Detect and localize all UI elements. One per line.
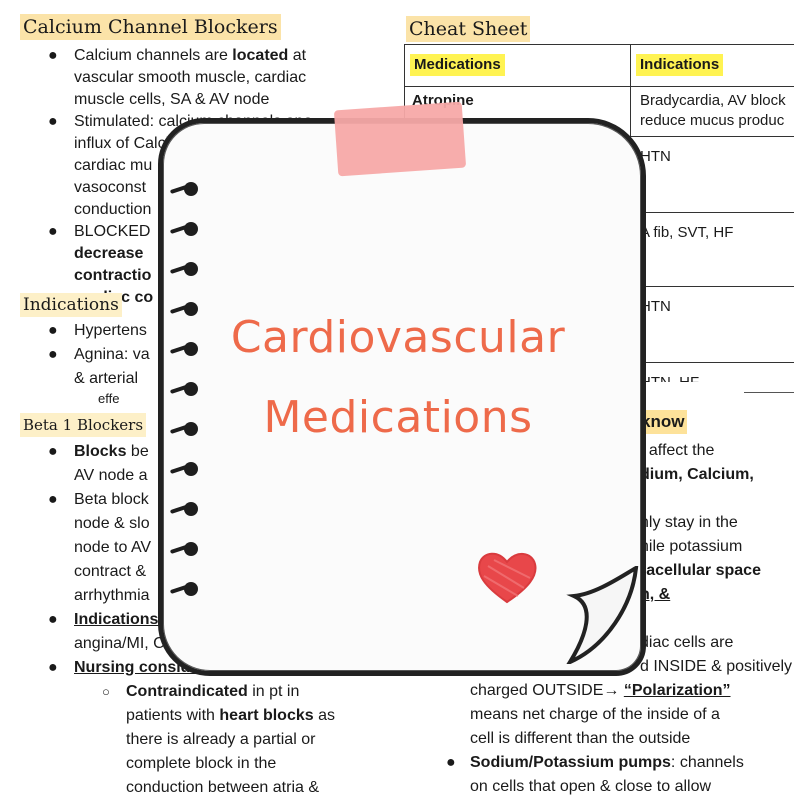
beta-bullet-1: Blocks be [74, 443, 149, 460]
know-line: means net charge of the inside of a [470, 706, 720, 723]
beta-bullet-2: Beta block [74, 491, 149, 508]
bullet-dot: ● [48, 659, 58, 676]
indications-title: Indications [20, 293, 122, 317]
ccb-bullet-2-line4: vasoconst [74, 179, 147, 196]
table-cell-indication: HTN [640, 148, 671, 165]
table-cell-indication: HTN, HF [640, 372, 699, 382]
notebook-title-line2: Medications [263, 392, 533, 443]
know-line: n, & [640, 586, 671, 603]
beta-bullet-1-line2: AV node a [74, 467, 148, 484]
know-line: Sodium/Potassium pumps: channels [470, 754, 744, 771]
know-line: charged OUTSIDE→ “Polarization” [470, 682, 731, 699]
spiral-ring-icon [169, 222, 198, 236]
table-header-indications: Indications [636, 54, 724, 76]
know-line: dium, Calcium, [640, 466, 754, 483]
spiral-ring-icon [169, 502, 198, 516]
page-curl-icon [566, 566, 639, 664]
table-header-medications: Medications [410, 54, 505, 76]
know-line: cell is different than the outside [470, 730, 691, 747]
sub-bullet-circle: ○ [102, 684, 110, 699]
sub-bullet-line2: patients with heart blocks as [126, 707, 335, 724]
ccb-bullet-3: BLOCKED [74, 223, 151, 240]
bullet-dot: ● [48, 223, 58, 240]
indications-bullet-1: Hypertens [74, 322, 147, 339]
know-line: racellular space [640, 562, 761, 579]
ccb-bullet-2-line5: conduction [74, 201, 152, 218]
bullet-dot: ● [48, 491, 58, 508]
spiral-ring-icon [169, 382, 198, 396]
heart-icon [478, 552, 537, 604]
notebook-title-line1: Cardiovascular [230, 312, 566, 363]
ccb-bullet-1: Calcium channels are located at [74, 47, 307, 64]
know-line: hile potassium [640, 538, 743, 555]
table-divider [404, 86, 794, 87]
spiral-ring-icon [169, 542, 198, 556]
know-line: d INSIDE & positively [640, 658, 793, 675]
table-cell-indication: reduce mucus produc [640, 112, 785, 129]
sub-bullet-line1: Contraindicated in pt in [126, 683, 300, 700]
indications-bullet-2-line3: effe [98, 391, 120, 406]
ccb-bullet-1-line2: vascular smooth muscle, cardiac [74, 69, 307, 86]
beta-bullet-2-line3: node to AV [74, 539, 152, 556]
bullet-dot: ● [48, 322, 58, 339]
beta-bullet-2-line2: node & slo [74, 515, 150, 532]
spiral-ring-icon [169, 462, 198, 476]
ccb-bullet-2-line3: cardiac mu [74, 157, 153, 174]
table-cell-indication: Bradycardia, AV block [640, 92, 786, 109]
indications-bullet-2-line2: & arterial [74, 370, 139, 387]
ccb-bullet-3-line3: contractio [74, 267, 152, 284]
know-line: t affect the [640, 442, 715, 459]
tape-icon [333, 101, 467, 177]
ccb-bullet-2-line2: influx of Calci [74, 135, 170, 152]
bullet-dot: ● [48, 113, 58, 130]
know-title: know [638, 410, 688, 434]
know-line: on cells that open & close to allow [470, 778, 712, 795]
spiral-ring-icon [169, 582, 198, 596]
ccb-bullet-3-line2: decrease [74, 245, 144, 262]
cheat-sheet-title: Cheat Sheet [406, 16, 531, 42]
beta-bullet-2-line5: arrhythmia [74, 587, 150, 604]
spiral-ring-icon [169, 342, 198, 356]
ccb-bullet-1-line3: muscle cells, SA & AV node [74, 91, 270, 108]
spiral-ring-icon [169, 182, 198, 196]
bullet-dot: ● [48, 443, 58, 460]
sub-bullet-line3: there is already a partial or [126, 731, 316, 748]
spiral-ring-icon [169, 422, 198, 436]
beta-bullet-3-line2: angina/MI, C [74, 635, 165, 652]
spiral-ring-icon [169, 262, 198, 276]
bullet-dot: ● [446, 754, 456, 771]
bullet-dot: ● [48, 47, 58, 64]
beta-bullet-3: Indications [74, 611, 159, 628]
beta-bullet-2-line4: contract & [74, 563, 147, 580]
divider-line [744, 392, 794, 393]
sub-bullet-line5: conduction between atria & [126, 779, 320, 796]
spiral-ring-icon [169, 302, 198, 316]
know-line: diac cells are [640, 634, 734, 651]
sub-bullet-line4: complete block in the [126, 755, 277, 772]
ccb-title: Calcium Channel Blockers [20, 14, 281, 40]
table-cell-indication: HTN [640, 298, 671, 315]
bullet-dot: ● [48, 346, 58, 363]
know-line: nly stay in the [640, 514, 738, 531]
bullet-dot: ● [48, 611, 58, 628]
beta-title: Beta 1 Blockers [20, 413, 147, 437]
indications-bullet-2: Agnina: va [74, 346, 150, 363]
table-cell-indication: A fib, SVT, HF [640, 224, 734, 241]
